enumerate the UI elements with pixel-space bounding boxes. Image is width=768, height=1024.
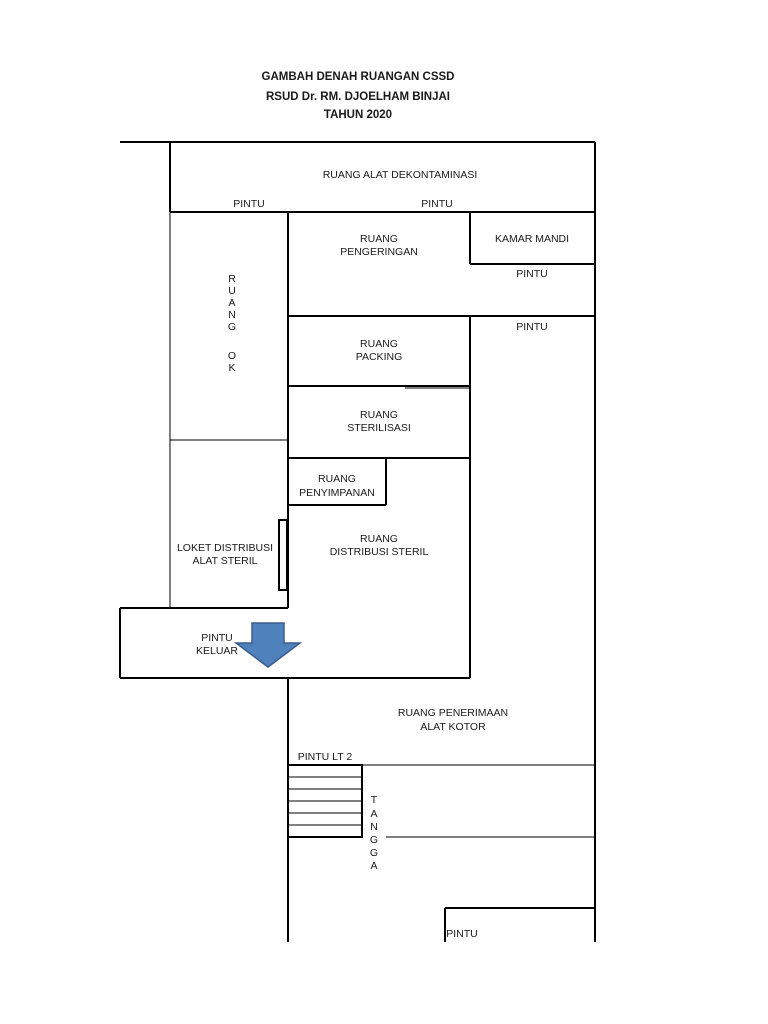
room-ok-label: R U A N G O K xyxy=(228,273,236,374)
door-pintu-keluar-2: KELUAR xyxy=(196,645,238,657)
door-pintu-left: PINTU xyxy=(233,198,265,210)
room-packing-label-1: RUANG xyxy=(360,338,398,350)
tangga-letter: A xyxy=(370,808,377,820)
loket-label-2: ALAT STERIL xyxy=(193,555,258,567)
tangga-letter: G xyxy=(370,847,378,859)
room-ok-letter: G xyxy=(228,321,236,333)
door-pintu-lt2: PINTU LT 2 xyxy=(298,751,353,763)
loket-window xyxy=(278,519,288,591)
tangga-letter: G xyxy=(370,834,378,846)
room-penyimpanan-label-2: PENYIMPANAN xyxy=(299,487,375,499)
room-ok-letter: U xyxy=(228,285,236,297)
tangga-label: T A N G G A xyxy=(370,794,378,872)
room-packing-label-2: PACKING xyxy=(356,351,402,363)
loket-label-1: LOKET DISTRIBUSI xyxy=(177,542,273,554)
tangga-letter: A xyxy=(370,860,377,872)
plan-title-line-2: RSUD Dr. RM. DJOELHAM BINJAI xyxy=(265,91,451,103)
tangga-letter: T xyxy=(371,794,378,806)
room-kamar-mandi-label: KAMAR MANDI xyxy=(495,233,569,245)
plan-title-line-1: GAMBAH DENAH RUANGAN CSSD xyxy=(261,71,455,83)
door-pintu-kamar-mandi: PINTU xyxy=(516,268,548,280)
room-penerimaan-label-1: RUANG PENERIMAAN xyxy=(398,707,508,719)
plan-title-line-3: TAHUN 2020 xyxy=(323,109,393,121)
door-pintu-mid: PINTU xyxy=(421,198,453,210)
door-pintu-right: PINTU xyxy=(516,321,548,333)
room-distribusi-label-2: DISTRIBUSI STERIL xyxy=(330,546,429,558)
room-sterilisasi-label-2: STERILISASI xyxy=(347,422,411,434)
room-ok-letter: O xyxy=(228,350,236,362)
room-penyimpanan-label-1: RUANG xyxy=(318,473,356,485)
door-pintu-bottom: PINTU xyxy=(446,928,478,940)
room-dekontaminasi-label: RUANG ALAT DEKONTAMINASI xyxy=(323,169,478,181)
room-ok-letter: N xyxy=(228,309,236,321)
room-ok-letter: R xyxy=(228,273,236,285)
room-ok-letter: A xyxy=(228,297,235,309)
exit-arrow-icon xyxy=(233,622,303,668)
room-distribusi-label-1: RUANG xyxy=(360,533,398,545)
room-sterilisasi-label-1: RUANG xyxy=(360,409,398,421)
stairs xyxy=(287,764,363,838)
room-penerimaan-label-2: ALAT KOTOR xyxy=(420,721,486,733)
tangga-letter: N xyxy=(370,821,378,833)
door-pintu-keluar-1: PINTU xyxy=(201,632,233,644)
room-pengeringan-label-1: RUANG xyxy=(360,233,398,245)
room-ok-letter: K xyxy=(228,362,235,374)
room-pengeringan-label-2: PENGERINGAN xyxy=(340,246,418,258)
